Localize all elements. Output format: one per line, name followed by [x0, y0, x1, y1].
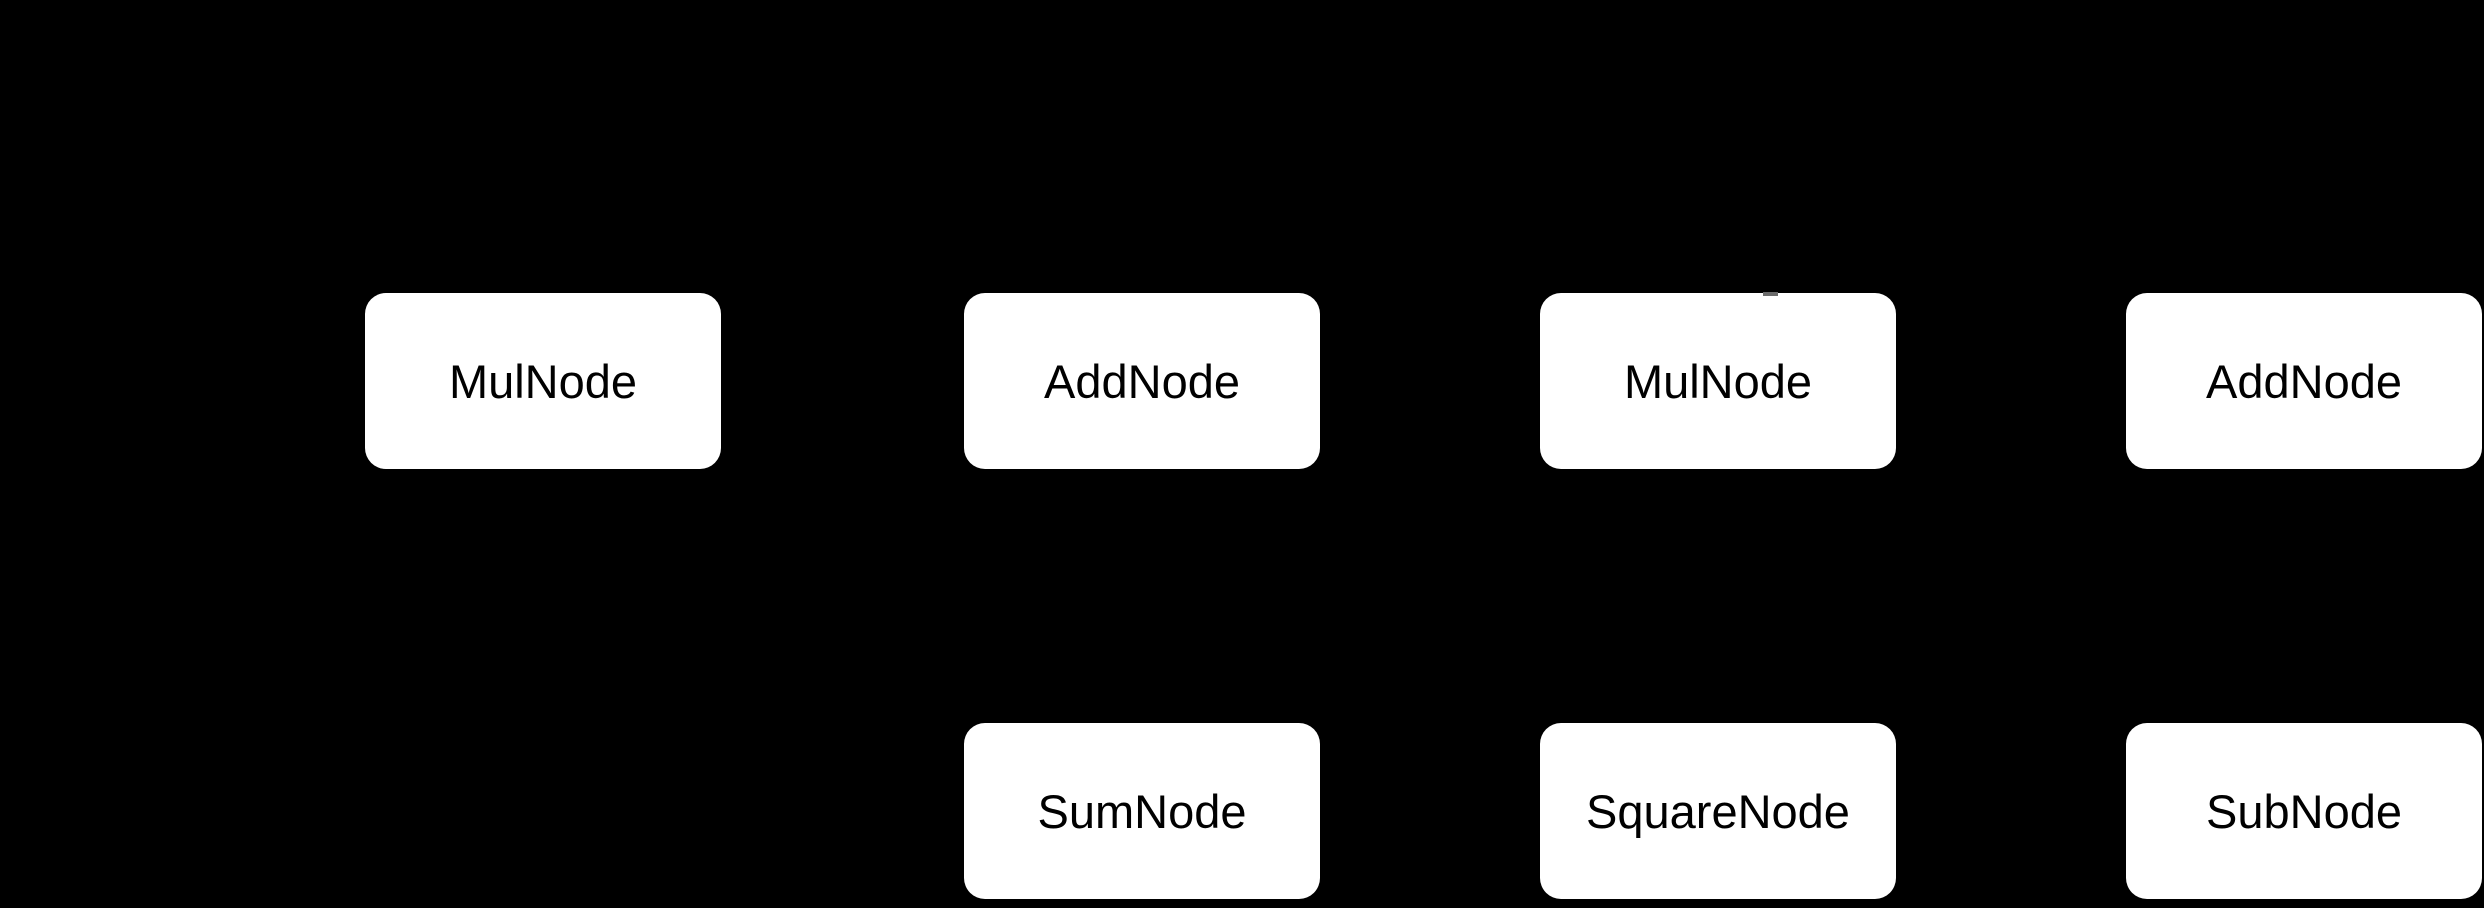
graph-node-square-1: SquareNode [1540, 723, 1896, 899]
edge-arrowhead-artifact [1763, 292, 1778, 296]
graph-node-mul-2: MulNode [1540, 293, 1896, 469]
graph-node-mul-1: MulNode [365, 293, 721, 469]
graph-node-sum-1: SumNode [964, 723, 1320, 899]
graph-node-sub-1: SubNode [2126, 723, 2482, 899]
graph-node-add-2: AddNode [2126, 293, 2482, 469]
graph-node-add-1: AddNode [964, 293, 1320, 469]
